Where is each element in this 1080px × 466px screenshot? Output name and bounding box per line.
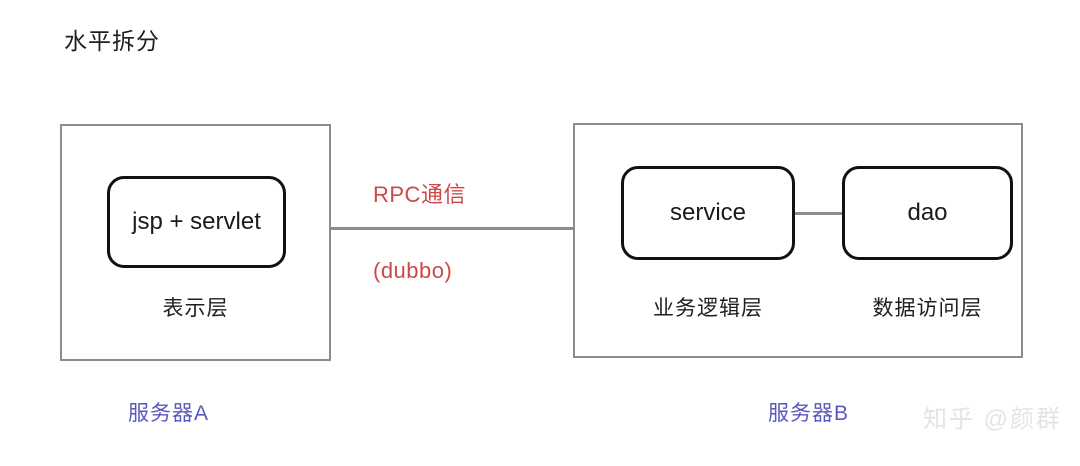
connector-line-rpc (331, 227, 573, 230)
layer-label-data-access: 数据访问层 (872, 297, 983, 320)
page-title: 水平拆分 (64, 28, 160, 54)
server-a-name-label: 服务器A (128, 402, 210, 425)
component-dao-label: dao (907, 199, 948, 226)
server-b-name-label: 服务器B (768, 402, 850, 425)
rpc-implementation-label: (dubbo) (373, 258, 453, 283)
layer-label-presentation: 表示层 (162, 297, 229, 320)
component-service-label: service (669, 199, 747, 226)
rpc-protocol-label: RPC通信 (373, 182, 466, 207)
layer-label-business-logic: 业务逻辑层 (653, 297, 763, 320)
watermark: 知乎 @颜群 (922, 406, 1062, 433)
component-service: service (621, 166, 795, 260)
component-jsp-servlet: jsp + servlet (107, 176, 286, 268)
component-dao: dao (842, 166, 1013, 260)
component-jsp-servlet-label: jsp + servlet (132, 208, 261, 235)
connector-line-service-dao (795, 212, 842, 215)
